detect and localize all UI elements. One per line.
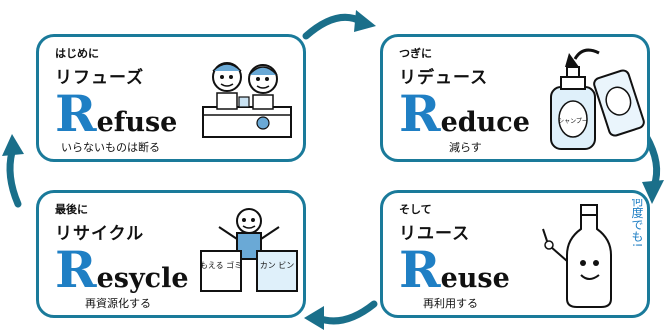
word-rest: euse	[440, 263, 510, 294]
arrow-recycle-to-refuse	[2, 134, 24, 208]
burnable-bin-label: もえる ゴミ	[200, 260, 242, 270]
description: 再資源化する	[85, 297, 151, 310]
step-label: はじめに	[55, 47, 99, 60]
english-word: Resycle	[55, 245, 189, 295]
initial-letter: R	[399, 84, 441, 143]
shampoo-label: シャンプー	[558, 118, 588, 125]
bottle-caption: 何度でも!	[630, 199, 644, 247]
arrow-reuse-to-recycle	[304, 300, 378, 330]
english-word: Reduce	[399, 89, 530, 139]
card-reduce: つぎに リデュース Reduce 減らす シャンプー	[380, 34, 650, 162]
word-rest: esycle	[96, 263, 189, 294]
initial-letter: R	[55, 240, 97, 299]
english-word: Refuse	[55, 89, 177, 139]
step-label: そして	[399, 203, 432, 216]
shop-counter-illustration	[202, 62, 292, 138]
english-word: Reuse	[399, 245, 510, 295]
bottle-character-illustration: 何度でも!	[542, 199, 644, 308]
step-label: 最後に	[55, 203, 88, 216]
description: 減らす	[449, 141, 482, 154]
arrow-refuse-to-reduce	[302, 10, 376, 40]
recycle-bins-illustration: もえる ゴミ カン ビン	[200, 208, 298, 292]
initial-letter: R	[399, 240, 441, 299]
initial-letter: R	[55, 84, 97, 143]
katakana-title: リフューズ	[55, 68, 145, 88]
katakana-title: リデュース	[399, 68, 489, 88]
word-rest: educe	[440, 107, 530, 138]
description: 再利用する	[423, 297, 478, 310]
katakana-title: リユース	[399, 224, 471, 244]
shampoo-refill-illustration: シャンプー	[550, 48, 645, 150]
katakana-title: リサイクル	[55, 224, 145, 244]
step-label: つぎに	[399, 47, 432, 60]
card-reuse: そして リユース Reuse 再利用する 何度でも!	[380, 190, 650, 318]
word-rest: efuse	[96, 107, 178, 138]
card-recycle: 最後に リサイクル Resycle 再資源化する もえる ゴミ カン ビン	[36, 190, 306, 318]
description: いらないものは断る	[61, 141, 160, 154]
cans-bin-label: カン ビン	[260, 261, 295, 270]
card-refuse: はじめに リフューズ Refuse いらないものは断る	[36, 34, 306, 162]
